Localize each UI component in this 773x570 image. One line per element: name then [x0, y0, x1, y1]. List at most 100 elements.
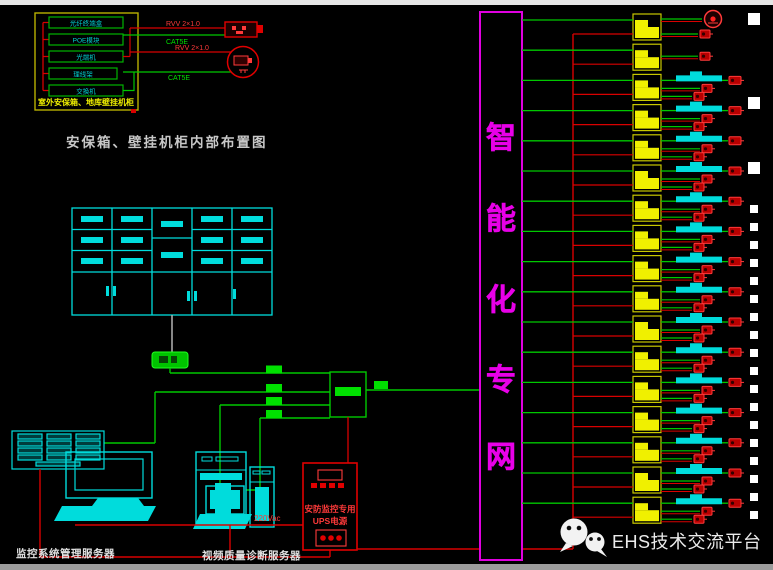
- wire-label: CAT5E: [168, 75, 190, 82]
- patch-connectors: [266, 365, 388, 418]
- module-box: [48, 67, 118, 80]
- network-unit: [522, 43, 713, 71]
- network-riser: 智 能 化 专 网: [479, 11, 523, 561]
- camera-icon: [699, 29, 713, 39]
- network-unit: [522, 101, 744, 132]
- cable-tags: [748, 13, 760, 519]
- camera-icon: [701, 385, 715, 395]
- camera-icon: [728, 377, 744, 387]
- network-unit: [522, 222, 744, 252]
- camera-icon: [701, 144, 715, 154]
- camera-icon: [693, 122, 707, 132]
- camera-icon: [728, 438, 744, 448]
- camera-icon: [693, 303, 707, 313]
- cable-tag: [750, 295, 758, 303]
- camera-icon: [693, 273, 707, 283]
- cable-tag: [750, 421, 758, 429]
- camera-icon: [701, 416, 715, 426]
- network-unit: [522, 313, 744, 343]
- ups-display: [317, 469, 343, 481]
- floor-units: [522, 9, 744, 524]
- camera-icon: [693, 152, 707, 162]
- camera-icon: [693, 242, 707, 252]
- camera-icon: [728, 468, 744, 478]
- wire-label: RVV 2×1.0: [175, 45, 209, 52]
- cable-tag: [750, 493, 758, 501]
- wire-label: RVV 2×1.0: [166, 21, 200, 28]
- network-unit: [522, 433, 744, 464]
- network-unit: [522, 282, 744, 313]
- dome-camera-icon: [703, 9, 723, 29]
- network-unit: [522, 252, 744, 283]
- network-unit: [522, 373, 744, 403]
- cable-duct: [676, 282, 722, 293]
- watermark: EHS技术交流平台: [560, 518, 762, 557]
- camera-icon: [728, 498, 744, 508]
- camera-icon: [701, 204, 715, 214]
- camera-icon: [693, 91, 707, 101]
- cable-duct: [676, 433, 722, 444]
- camera-icon: [728, 317, 744, 327]
- ups-label: 安防监控专用: [304, 504, 355, 514]
- monitor-screens: [81, 216, 263, 301]
- camera-icon: [693, 424, 707, 434]
- ups-cabinet: 安防监控专用 UPS电源: [302, 462, 358, 551]
- cable-duct: [676, 222, 722, 233]
- camera-icon: [701, 355, 715, 365]
- network-unit: [522, 131, 744, 162]
- network-unit: [522, 464, 744, 494]
- module-label: 光端机: [76, 53, 96, 62]
- cable-tag: [748, 97, 760, 109]
- module-box: [48, 33, 124, 46]
- camera-icon: [693, 454, 707, 464]
- cable-duct: [676, 464, 722, 474]
- cctv-camera-icon: [226, 45, 260, 79]
- wire-label: CAT5E: [166, 39, 188, 46]
- cable-tag: [750, 277, 758, 285]
- ups-label: UPS电源: [313, 516, 348, 526]
- watermark-text: EHS技术交流平台: [612, 532, 762, 552]
- cable-tag: [750, 439, 758, 447]
- cabinet-modules: 光纤终端盒 POE模块 光端机 理线架 交换机: [48, 16, 124, 97]
- door-handle: [106, 286, 109, 296]
- module-label: 交换机: [76, 87, 96, 96]
- cable-tag: [750, 313, 758, 321]
- cable-tag: [750, 457, 758, 465]
- keyboard: [54, 506, 156, 521]
- network-unit: [522, 71, 744, 102]
- decoder-device: [151, 351, 189, 369]
- camera-icon: [701, 114, 715, 124]
- camera-icon: [693, 333, 707, 343]
- cable-duct: [676, 494, 722, 505]
- module-label: 光纤终端盒: [70, 19, 103, 28]
- cabinet-caption: 室外安保箱、地库壁挂机柜: [38, 97, 134, 107]
- camera-icon: [693, 212, 707, 222]
- camera-icon: [728, 136, 744, 146]
- riser-char: 专: [486, 364, 516, 397]
- camera-icon: [693, 363, 707, 373]
- ups-socket-panel: [315, 529, 347, 547]
- socket-icon: [224, 21, 263, 38]
- cable-duct: [676, 313, 722, 323]
- module-label: POE模块: [73, 36, 100, 45]
- door-handle: [233, 289, 236, 299]
- cable-tag: [748, 162, 760, 174]
- data-wire: [123, 34, 231, 92]
- keyboard: [193, 514, 252, 529]
- network-unit: [522, 343, 744, 373]
- cable-tag: [750, 331, 758, 339]
- server-rack: [11, 430, 105, 470]
- network-unit: [522, 403, 744, 434]
- cable-duct: [676, 343, 722, 354]
- server-caption-center: 视频质量诊断服务器: [202, 549, 301, 562]
- camera-icon: [693, 393, 707, 403]
- cable-tag: [750, 475, 758, 483]
- cabinet-outline: [34, 12, 139, 111]
- server-caption-left: 监控系统管理服务器: [16, 547, 115, 560]
- camera-icon: [728, 196, 744, 206]
- cable-tag: [750, 403, 758, 411]
- door-handle: [113, 286, 116, 296]
- cabinet-power-bus: [42, 21, 49, 92]
